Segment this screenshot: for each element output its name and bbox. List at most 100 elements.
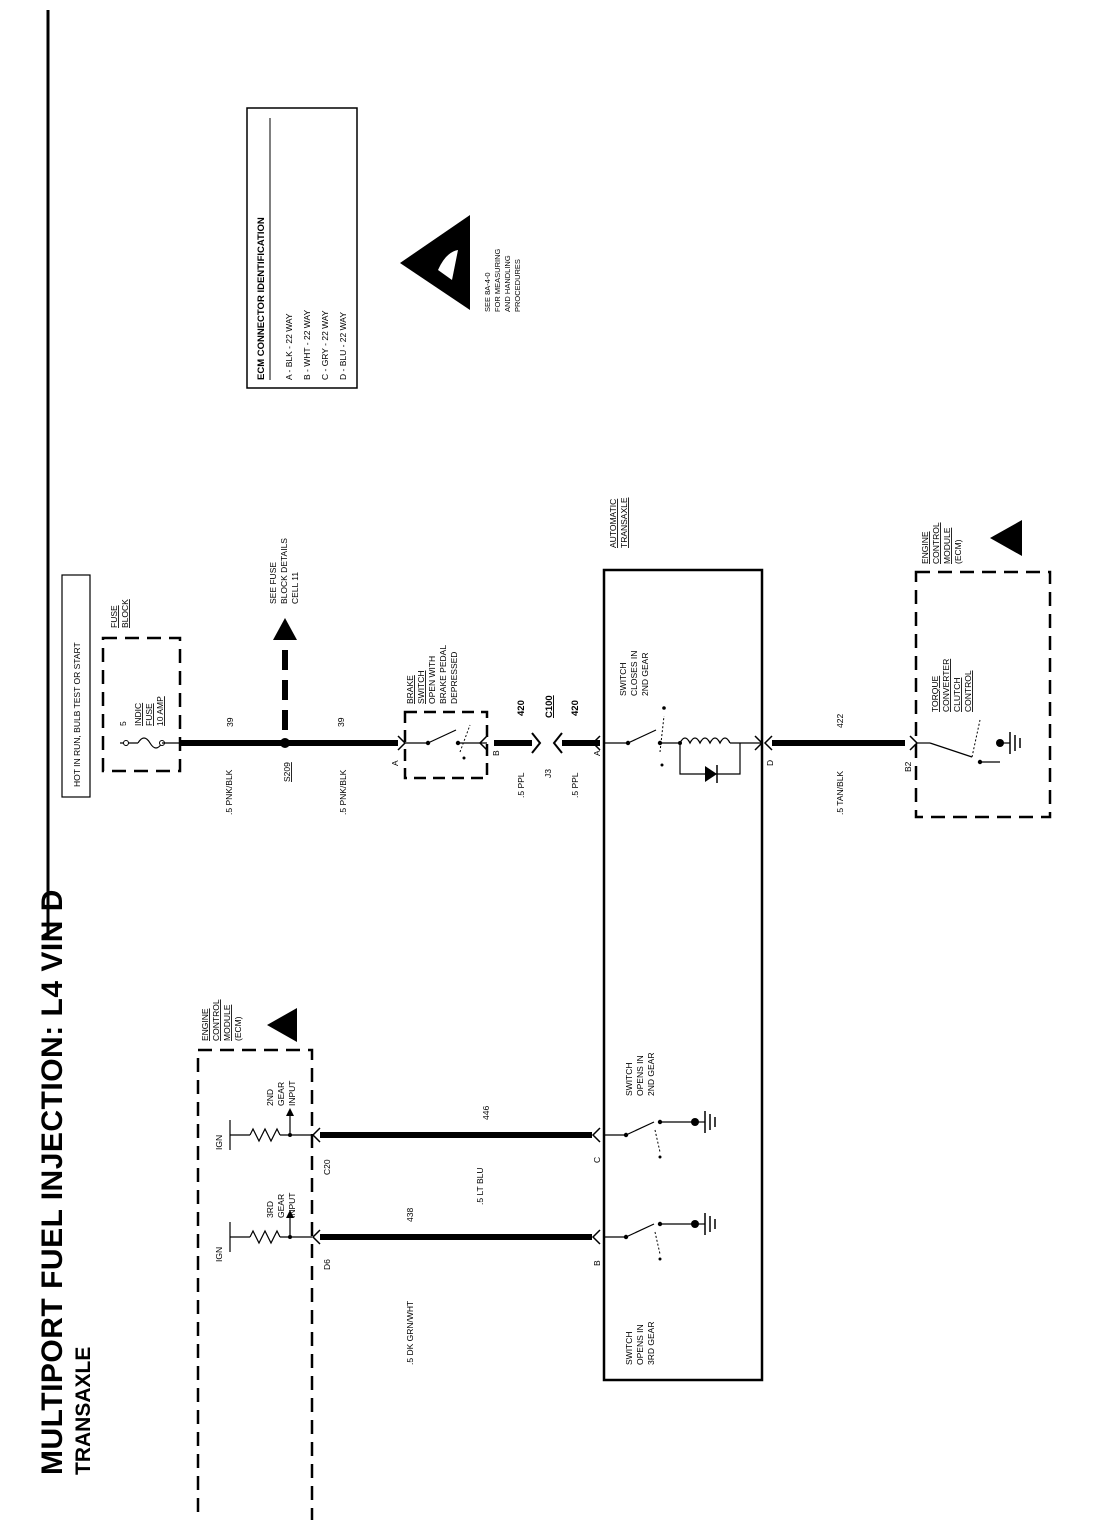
ecm-connector-item: A - BLK - 22 WAY: [284, 313, 294, 380]
brake-switch-label: OPEN WITH: [427, 656, 437, 704]
ign-label: IGN: [214, 1247, 224, 1262]
automatic-transaxle-box: [602, 568, 764, 1382]
pin-label: C20: [322, 1159, 332, 1175]
ecm-label: CONTROL: [211, 999, 221, 1041]
esd-note-line: SEE 8A-4-0: [483, 272, 492, 312]
switch-2nd-close-label: CLOSES IN: [629, 651, 639, 696]
subtitle-block: TRANSAXLE: [72, 1347, 95, 1475]
wire-446-label: 446: [481, 1106, 491, 1120]
pin-label: A: [592, 750, 602, 756]
connector-c100-icon: [531, 732, 563, 754]
brake-switch-label: SWITCH: [416, 670, 426, 704]
esd-note-line: AND HANDLING: [503, 255, 512, 312]
brake-switch-icon: [397, 724, 488, 760]
gear3-input-label: INPUT: [287, 1193, 297, 1219]
ign-label: IGN: [214, 1135, 224, 1150]
ecm-label: CONTROL: [931, 522, 941, 564]
wire-420-label: 420: [516, 700, 527, 716]
fuse-block-label: FUSE: [109, 605, 119, 628]
tcc-label: TORQUE: [930, 675, 940, 712]
terminal-j3: J3: [543, 769, 553, 778]
pin-label: D6: [322, 1259, 332, 1270]
ecm-connector-item: B - WHT - 22 WAY: [302, 309, 312, 380]
switch-2nd-open-icon: [604, 1111, 716, 1159]
fuse-number: 5: [118, 721, 128, 726]
wire-39-label: 39: [336, 717, 346, 727]
esd-icon: [267, 1008, 297, 1042]
gear3-input-label: 3RD: [265, 1201, 275, 1218]
see-fuse-line: SEE FUSE: [268, 562, 278, 604]
tcc-switch-icon: [917, 719, 1021, 765]
wire-438-label: 438: [405, 1208, 415, 1222]
tcc-label: CONVERTER: [941, 659, 951, 712]
transaxle-label: TRANSAXLE: [619, 497, 629, 548]
wire-420-label: 420: [570, 700, 581, 716]
power-note: HOT IN RUN, BULB TEST OR START: [72, 642, 82, 787]
ecm-label: MODULE: [942, 527, 952, 564]
pin-label: B: [491, 750, 501, 756]
gear3-input-label: GEAR: [276, 1194, 286, 1218]
gear3-input-resistor-icon: [229, 1210, 312, 1252]
solenoid-circuit-icon: [604, 706, 764, 783]
gear2-input-resistor-icon: [229, 1108, 312, 1150]
wire-446-color: .5 LT BLU: [475, 1168, 485, 1205]
pin-d-connector-icon: [763, 735, 773, 751]
pin-b-connector-icon: [591, 1229, 601, 1245]
ecm-label: (ECM): [953, 539, 963, 564]
pin-label: D: [765, 760, 775, 766]
switch-2nd-open-label: OPENS IN: [635, 1055, 645, 1096]
gear2-input-label: GEAR: [276, 1082, 286, 1106]
transaxle-label: AUTOMATIC: [608, 499, 618, 548]
fuse-name: INDIC: [133, 703, 143, 726]
wire-420-color: .5 PPL: [570, 772, 580, 798]
wire-39-color: .5 PNK/BLK: [338, 769, 348, 815]
pin-label: C: [592, 1157, 602, 1163]
pin-label: A: [390, 760, 400, 766]
switch-3rd-open-label: 3RD GEAR: [646, 1322, 656, 1365]
ecm-label: ENGINE: [920, 531, 930, 564]
ecm-connector-item: C - GRY - 22 WAY: [320, 310, 330, 380]
esd-note-line: FOR MEASURING: [493, 248, 502, 312]
ecm-label: (ECM): [233, 1016, 243, 1041]
title-block: MULTIPORT FUEL INJECTION: L4 VIN D: [36, 889, 69, 1475]
wire-39-color: .5 PNK/BLK: [224, 769, 234, 815]
fuse-block-outline: [101, 636, 182, 773]
ecm-left-outline: [196, 1048, 314, 1520]
brake-switch-outline: [403, 710, 489, 780]
pin-label: B2: [903, 761, 913, 772]
page-subtitle: TRANSAXLE: [72, 1347, 95, 1475]
switch-2nd-close-label: 2ND GEAR: [640, 653, 650, 696]
ecm-connector-item: D - BLU - 22 WAY: [338, 312, 348, 380]
wire-438-color: .5 DK GRN/WHT: [405, 1301, 415, 1365]
esd-note-line: PROCEDURES: [513, 259, 522, 312]
brake-switch-label: BRAKE PEDAL: [438, 645, 448, 704]
switch-2nd-open-label: 2ND GEAR: [646, 1053, 656, 1096]
esd-icon: [990, 520, 1022, 556]
esd-warning-icon: [400, 215, 470, 310]
wire-420-color: .5 PPL: [516, 772, 526, 798]
switch-2nd-open-label: SWITCH: [624, 1062, 634, 1096]
connector-c100-label: C100: [544, 695, 555, 718]
ecm-label: ENGINE: [200, 1008, 210, 1041]
pin-c20-connector-icon: [311, 1127, 321, 1143]
wire-39-label: 39: [225, 717, 235, 727]
tcc-label: CLUTCH: [952, 678, 962, 712]
see-fuse-line: CELL 11: [290, 572, 300, 604]
fuse-rating: 10 AMP: [155, 696, 165, 726]
power-note-box: [61, 574, 91, 798]
splice-label: S209: [282, 762, 292, 782]
switch-3rd-open-icon: [604, 1213, 716, 1261]
gear2-input-label: INPUT: [287, 1081, 297, 1107]
pin-d6-connector-icon: [311, 1229, 321, 1245]
fuse-icon: [120, 737, 180, 749]
see-fuse-arrow-icon: [273, 618, 297, 640]
brake-switch-label: BRAKE: [405, 675, 415, 704]
ecm-label: MODULE: [222, 1004, 232, 1041]
ecm-connector-box: [246, 107, 358, 389]
page-title: MULTIPORT FUEL INJECTION: L4 VIN D: [36, 889, 69, 1475]
pin-a-connector-icon: [591, 735, 601, 751]
switch-2nd-close-label: SWITCH: [618, 662, 628, 696]
pin-c-connector-icon: [591, 1127, 601, 1143]
brake-switch-label: DEPRESSED: [449, 652, 459, 704]
